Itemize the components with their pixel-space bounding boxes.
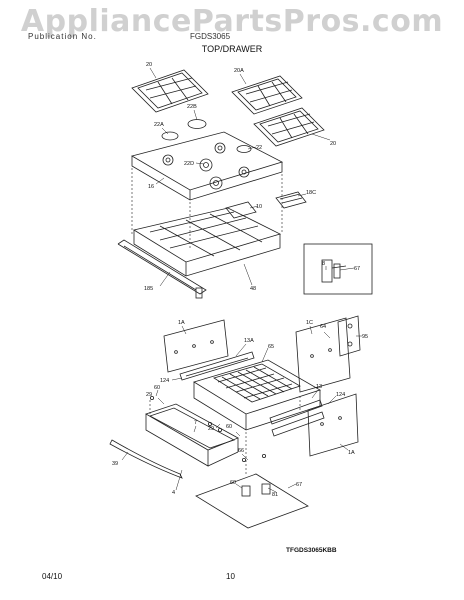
callout-7: 7 bbox=[194, 420, 197, 426]
callout-4: 4 bbox=[172, 490, 175, 496]
callout-16: 16 bbox=[148, 184, 154, 190]
callout-20: 20 bbox=[330, 141, 336, 147]
model-number: FGDS3065 bbox=[190, 32, 231, 41]
callout-48: 48 bbox=[250, 286, 256, 292]
callout-65: 65 bbox=[268, 344, 274, 350]
callout-22b: 22B bbox=[187, 104, 197, 110]
watermark: AppliancePartsPros.com bbox=[20, 4, 444, 39]
side-rail bbox=[117, 239, 207, 299]
callout-124: 124 bbox=[160, 378, 169, 384]
diagram-code: TFGDS3065KBB bbox=[286, 547, 337, 554]
callout-22a: 22A bbox=[154, 122, 164, 128]
callout-60: 60 bbox=[154, 385, 160, 391]
callout-13: 13 bbox=[316, 384, 322, 390]
callout-87: 67 bbox=[296, 482, 302, 488]
drawer-bottom-panel bbox=[195, 473, 309, 529]
callout-66: 66 bbox=[238, 448, 244, 454]
footer-date: 04/10 bbox=[42, 572, 63, 581]
cooktop bbox=[130, 131, 284, 201]
callout-10: 10 bbox=[256, 204, 262, 210]
callout-81: 81 bbox=[272, 492, 278, 498]
callout-67: 67 bbox=[354, 266, 360, 272]
callout-60: 60 bbox=[230, 480, 236, 486]
callout-22d: 22D bbox=[184, 161, 194, 167]
burner-box bbox=[132, 207, 282, 277]
drawer-screws bbox=[149, 395, 266, 462]
drawer-slide-right bbox=[269, 399, 325, 437]
callout-13a: 13A bbox=[244, 338, 254, 344]
drawer-front bbox=[145, 403, 239, 467]
valve-detail-box bbox=[303, 243, 373, 295]
callout-22: 22 bbox=[256, 145, 262, 151]
grate-left bbox=[131, 69, 209, 113]
callout-18c: 18C bbox=[306, 190, 316, 196]
callout-185: 185 bbox=[144, 286, 153, 292]
callout-20a: 20A bbox=[234, 68, 244, 74]
drawer-side-panel-right bbox=[307, 393, 359, 457]
section-title: TOP/DRAWER bbox=[201, 44, 263, 54]
drawer-cover bbox=[337, 315, 361, 357]
burner-cap-22 bbox=[236, 145, 252, 153]
callout-29: 29 bbox=[208, 426, 214, 432]
callout-95: 95 bbox=[362, 334, 368, 340]
drawer-handle bbox=[109, 439, 183, 479]
callout-39: 39 bbox=[112, 461, 118, 467]
drawer-side-panel-left bbox=[163, 319, 229, 373]
burner-cap-22b bbox=[187, 119, 207, 129]
callout-8: 8 bbox=[322, 261, 325, 267]
callout-20: 20 bbox=[146, 62, 152, 68]
callout-1c: 1C bbox=[306, 320, 313, 326]
burner-cap-22a bbox=[161, 131, 179, 141]
bracket bbox=[225, 201, 257, 219]
callout-124: 124 bbox=[336, 392, 345, 398]
drawer-back-panel bbox=[295, 317, 351, 393]
vent-trim bbox=[275, 191, 307, 209]
callout-60: 60 bbox=[226, 424, 232, 430]
page-number: 10 bbox=[226, 572, 235, 581]
grate-right-bottom bbox=[253, 107, 325, 147]
grate-right-top bbox=[231, 75, 303, 115]
callout-1a: 1A bbox=[348, 450, 355, 456]
broiler-rack bbox=[213, 363, 301, 403]
callout-29: 29 bbox=[146, 392, 152, 398]
publication-number: Publication No. bbox=[28, 32, 97, 41]
callout-1a: 1A bbox=[178, 320, 185, 326]
callout-64: 64 bbox=[320, 324, 326, 330]
